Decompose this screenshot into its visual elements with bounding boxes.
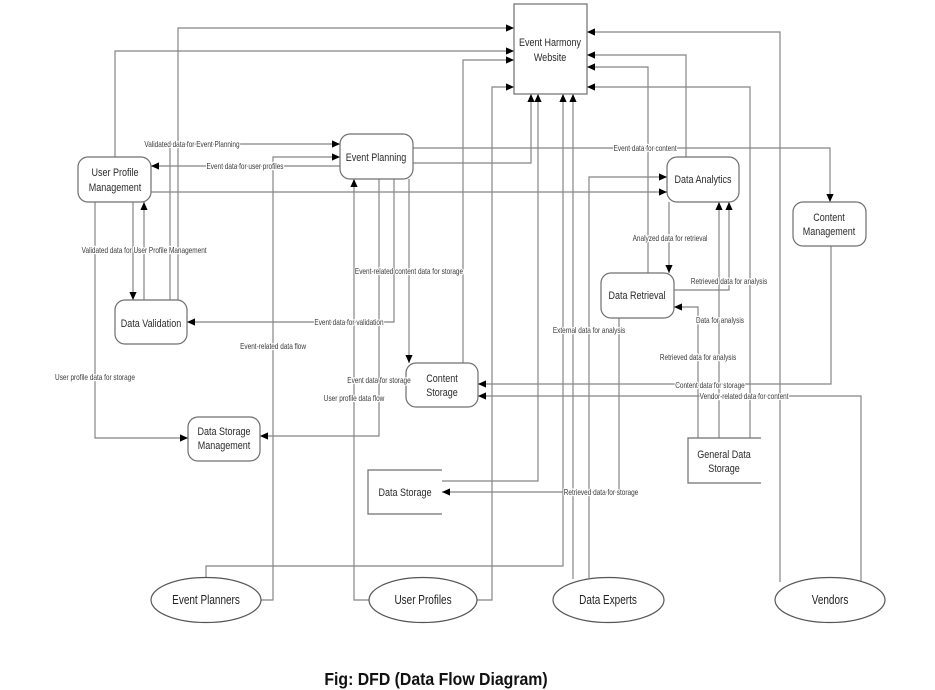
flows-layer (94, 24, 862, 601)
user-profile-management-box (77, 156, 152, 203)
flow-general-data-storage-to-website (587, 83, 751, 438)
user-profiles-label: User Profiles (394, 594, 451, 607)
data-validation-label: Data Validation (121, 318, 181, 330)
flow-data-validation-to-event-planning (169, 140, 340, 300)
content-storage-box (405, 362, 479, 408)
node-data-experts[interactable]: Data Experts (552, 576, 665, 624)
node-data-storage-management[interactable]: Data Storage Management (187, 416, 261, 462)
node-content-management[interactable]: Content Management (792, 201, 867, 247)
flow-event-planning-to-website (413, 94, 535, 164)
flow-vendors-to-website (587, 28, 781, 582)
general-data-storage-label-line-2: Storage (708, 463, 740, 475)
node-user-profiles[interactable]: User Profiles (368, 576, 478, 624)
flow-user-profiles-to-event-planning (350, 179, 369, 601)
data-validation-box (114, 299, 188, 345)
event-planners-label: Event Planners (172, 594, 240, 607)
node-general-data-storage[interactable]: General Data Storage (687, 437, 761, 484)
website-box (513, 3, 588, 95)
website-label-line-2: Website (534, 52, 567, 64)
flow-label-general-data-storage-to-data-analytics: Retrieved data for analysis (660, 352, 737, 362)
website-label-line-1: Event Harmony (519, 37, 581, 49)
node-data-storage[interactable]: Data Storage (367, 469, 442, 515)
flow-event-planners-to-website (205, 94, 567, 578)
flow-data-retrieval-to-data-analytics (674, 202, 733, 291)
flow-label-event-planning-to-user-profile-management: Event data for user profiles (207, 161, 284, 171)
user-profile-management-label-line-1: User Profile (92, 167, 139, 179)
flow-label-event-planning-to-content-storage: Event-related content data for storage (355, 266, 463, 276)
event-planning-box (339, 133, 414, 180)
data-analytics-box (666, 156, 740, 203)
flow-data-retrieval-to-data-storage (442, 318, 620, 496)
data-storage-shape (367, 469, 442, 515)
vendors-ellipse (774, 576, 886, 624)
flow-label-user-profile-management-to-data-storage-management: User profile data for storage (55, 372, 135, 382)
flow-event-planning-to-content-management (413, 147, 834, 202)
data-experts-label: Data Experts (579, 594, 637, 607)
flow-data-validation-to-website (177, 24, 514, 300)
flow-general-data-storage-to-data-retrieval (674, 303, 699, 438)
figure-caption: Fig: DFD (Data Flow Diagram) (324, 669, 547, 689)
flow-data-experts-to-data-analytics (588, 173, 667, 578)
flow-data-storage-to-website (442, 94, 542, 482)
node-event-harmony-website[interactable]: Event Harmony Website (513, 3, 588, 95)
flow-label-event-planning-to-data-storage-management: Event data for storage (347, 375, 410, 385)
vendors-label: Vendors (812, 594, 849, 607)
flow-label-data-validation-to-event-planning: Validated data for Event Planning (144, 139, 239, 149)
flow-content-storage-to-website (462, 56, 514, 363)
node-event-planning[interactable]: Event Planning (339, 133, 414, 180)
content-storage-label-line-1: Content (426, 373, 458, 385)
user-profile-management-label-line-2: Management (89, 182, 142, 194)
content-management-box (792, 201, 867, 247)
flow-label-data-experts-to-data-analytics: External data for analysis (553, 325, 626, 335)
flow-content-management-to-content-storage (478, 246, 832, 388)
node-data-validation[interactable]: Data Validation (114, 299, 188, 345)
flow-label-data-retrieval-to-data-analytics: Retrieved data for analysis (691, 276, 768, 286)
flow-event-planning-to-data-validation (187, 179, 395, 326)
data-retrieval-label: Data Retrieval (608, 290, 665, 302)
node-vendors[interactable]: Vendors (774, 576, 886, 624)
flow-label-vendors-to-content-storage: Vendor-related data for content (700, 391, 790, 401)
flow-event-planners-to-event-planning (261, 153, 340, 601)
flow-data-retrieval-to-website (587, 63, 649, 273)
flow-data-analytics-to-website (587, 51, 687, 157)
flow-event-planning-to-data-storage-management (260, 179, 380, 440)
node-event-planners[interactable]: Event Planners (150, 576, 262, 624)
content-management-label-line-1: Content (813, 212, 845, 224)
data-analytics-label: Data Analytics (674, 174, 731, 186)
flow-label-event-planning-to-content-management: Event data for content (614, 143, 678, 153)
flow-label-data-retrieval-to-data-storage: Retrieved data for storage (564, 487, 639, 497)
data-storage-management-label-line-1: Data Storage (197, 426, 250, 438)
event-planners-ellipse (150, 576, 262, 624)
content-storage-label-line-2: Storage (426, 387, 458, 399)
data-experts-ellipse (552, 576, 665, 624)
node-content-storage[interactable]: Content Storage (405, 362, 479, 408)
flow-label-event-planning-to-data-validation: Event data for validation (314, 317, 383, 327)
content-management-label-line-2: Management (803, 226, 856, 238)
data-storage-management-label-line-2: Management (198, 440, 251, 452)
flow-label-general-data-storage-to-data-retrieval: Data for analysis (696, 315, 744, 325)
node-data-retrieval[interactable]: Data Retrieval (600, 272, 675, 319)
flow-label-content-management-to-content-storage: Content data for storage (675, 380, 745, 390)
data-storage-label: Data Storage (378, 487, 431, 499)
user-profiles-ellipse (368, 576, 478, 624)
node-user-profile-management[interactable]: User Profile Management (77, 156, 152, 203)
flow-user-profile-management-to-data-storage-management (94, 202, 188, 442)
flow-label-data-validation-to-user-profile-management: Validated data for User Profile Manageme… (82, 245, 208, 255)
flow-user-profiles-to-website (477, 83, 514, 601)
flow-vendors-to-content-storage (478, 392, 862, 582)
event-planning-label: Event Planning (346, 152, 407, 164)
general-data-storage-shape (687, 437, 761, 484)
general-data-storage-label-line-1: General Data (697, 449, 751, 461)
node-data-analytics[interactable]: Data Analytics (666, 156, 740, 203)
flow-label-event-planners-to-event-planning: Event-related data flow (240, 341, 306, 351)
flow-label-user-profiles-to-event-planning: User profile data flow (324, 393, 385, 403)
flow-user-profile-management-to-website (114, 47, 514, 157)
data-storage-management-box (187, 416, 261, 462)
data-retrieval-box (600, 272, 675, 319)
flow-label-data-analytics-to-data-retrieval: Analyzed data for retrieval (633, 233, 708, 243)
